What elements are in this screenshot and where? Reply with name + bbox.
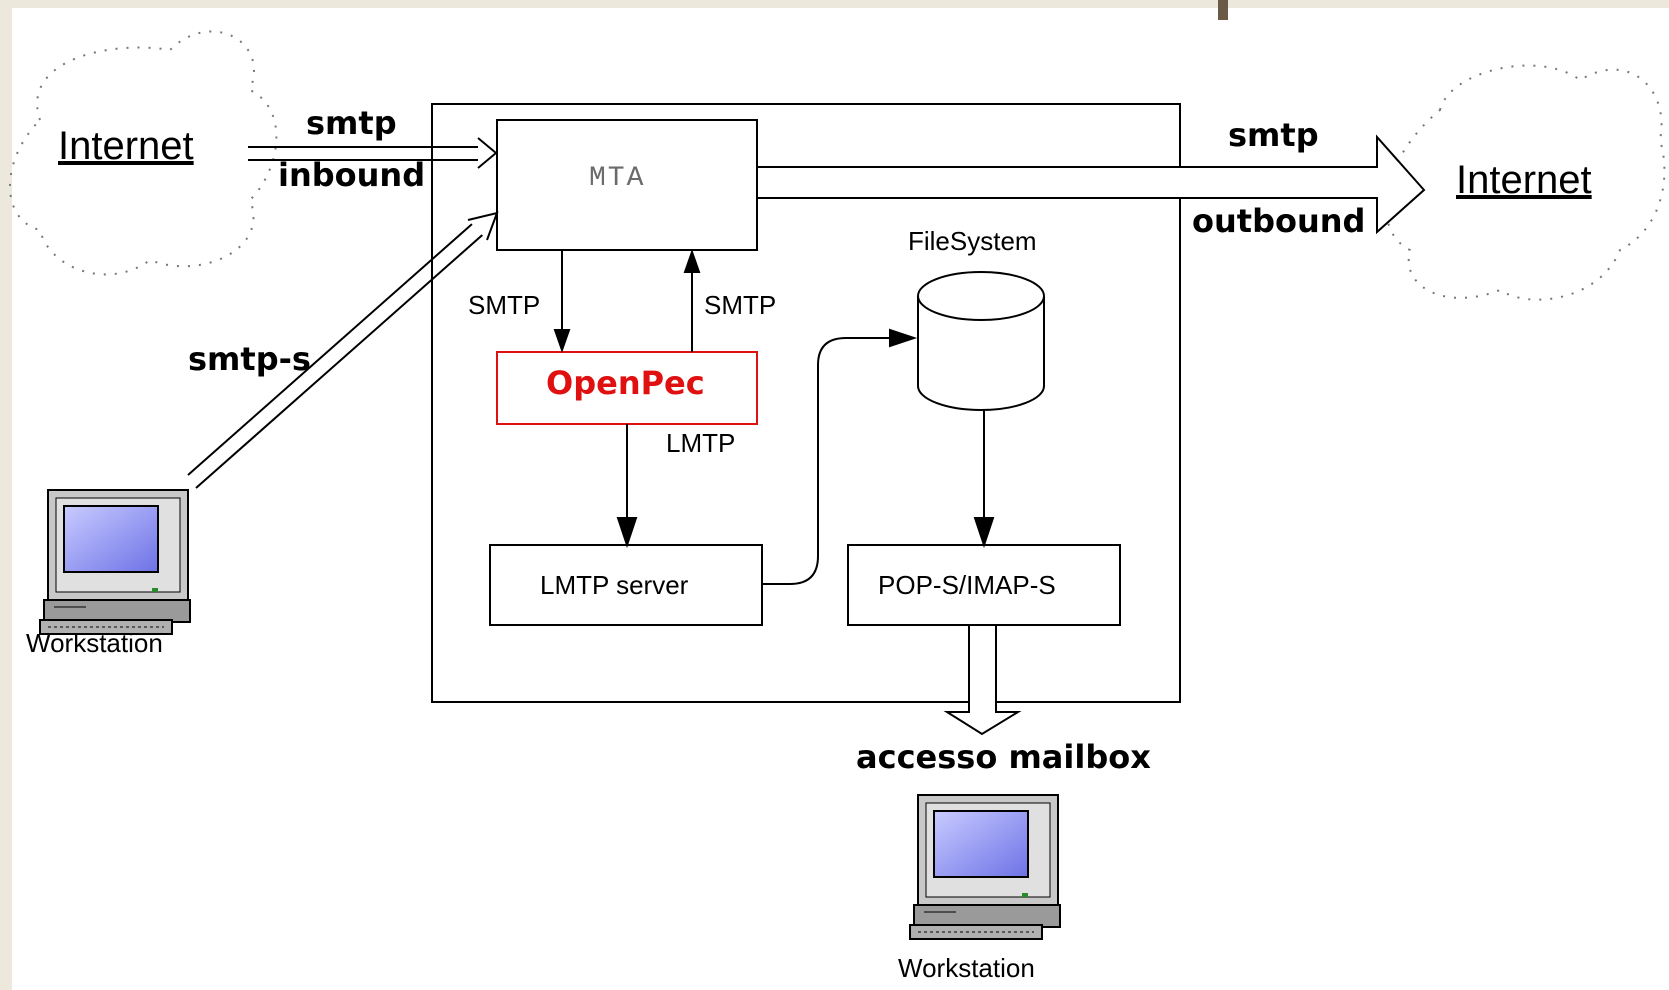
- workstation-bottom-label: Workstation: [898, 953, 1035, 983]
- top-marker: [1218, 0, 1228, 20]
- workstation-bottom-icon: [909, 794, 1061, 940]
- lmtp-arrow: [616, 424, 638, 549]
- top-border: [0, 0, 1669, 8]
- smtp-down-arrow: [553, 250, 571, 354]
- openpec-label: OpenPec: [546, 364, 705, 402]
- mailbox-access-arrow: [943, 624, 1022, 736]
- workstation-left-icon: [39, 489, 191, 635]
- accesso-mailbox-label: accesso mailbox: [856, 738, 1151, 776]
- pop-imap-label: POP-S/IMAP-S: [878, 570, 1056, 600]
- smtps-label: smtp-s: [188, 340, 311, 378]
- outbound-arrow: [756, 134, 1426, 235]
- outbound-label: outbound: [1192, 202, 1366, 240]
- inbound-label: inbound: [278, 156, 426, 194]
- filesystem-label: FileSystem: [908, 226, 1037, 256]
- internet-right-label: Internet: [1456, 158, 1592, 202]
- internet-left-label: Internet: [58, 124, 194, 168]
- workstation-left-label: Workstation: [26, 628, 163, 658]
- smtp-up-label: SMTP: [704, 290, 777, 320]
- system-boundary: [431, 103, 1181, 703]
- filesystem-to-pop-arrow: [973, 410, 995, 549]
- filesystem-cylinder-icon: [917, 271, 1045, 411]
- mta-box: [496, 119, 758, 251]
- mta-label: MTA: [589, 163, 646, 194]
- smtp-up-arrow: [683, 248, 701, 352]
- lmtp-server-label: LMTP server: [540, 570, 689, 600]
- lmtp-to-filesystem-arrow: [762, 328, 918, 585]
- openpec-box: [496, 351, 758, 425]
- inbound-arrow: [248, 137, 498, 169]
- smtp-outbound-label: smtp: [1228, 116, 1319, 154]
- lmtp-server-box: [489, 544, 763, 626]
- lmtp-label: LMTP: [666, 428, 736, 458]
- smtps-arrow: [187, 211, 499, 489]
- cloud-right-icon: [1385, 64, 1666, 301]
- smtp-inbound-label: smtp: [306, 104, 397, 142]
- smtp-down-label: SMTP: [468, 290, 541, 320]
